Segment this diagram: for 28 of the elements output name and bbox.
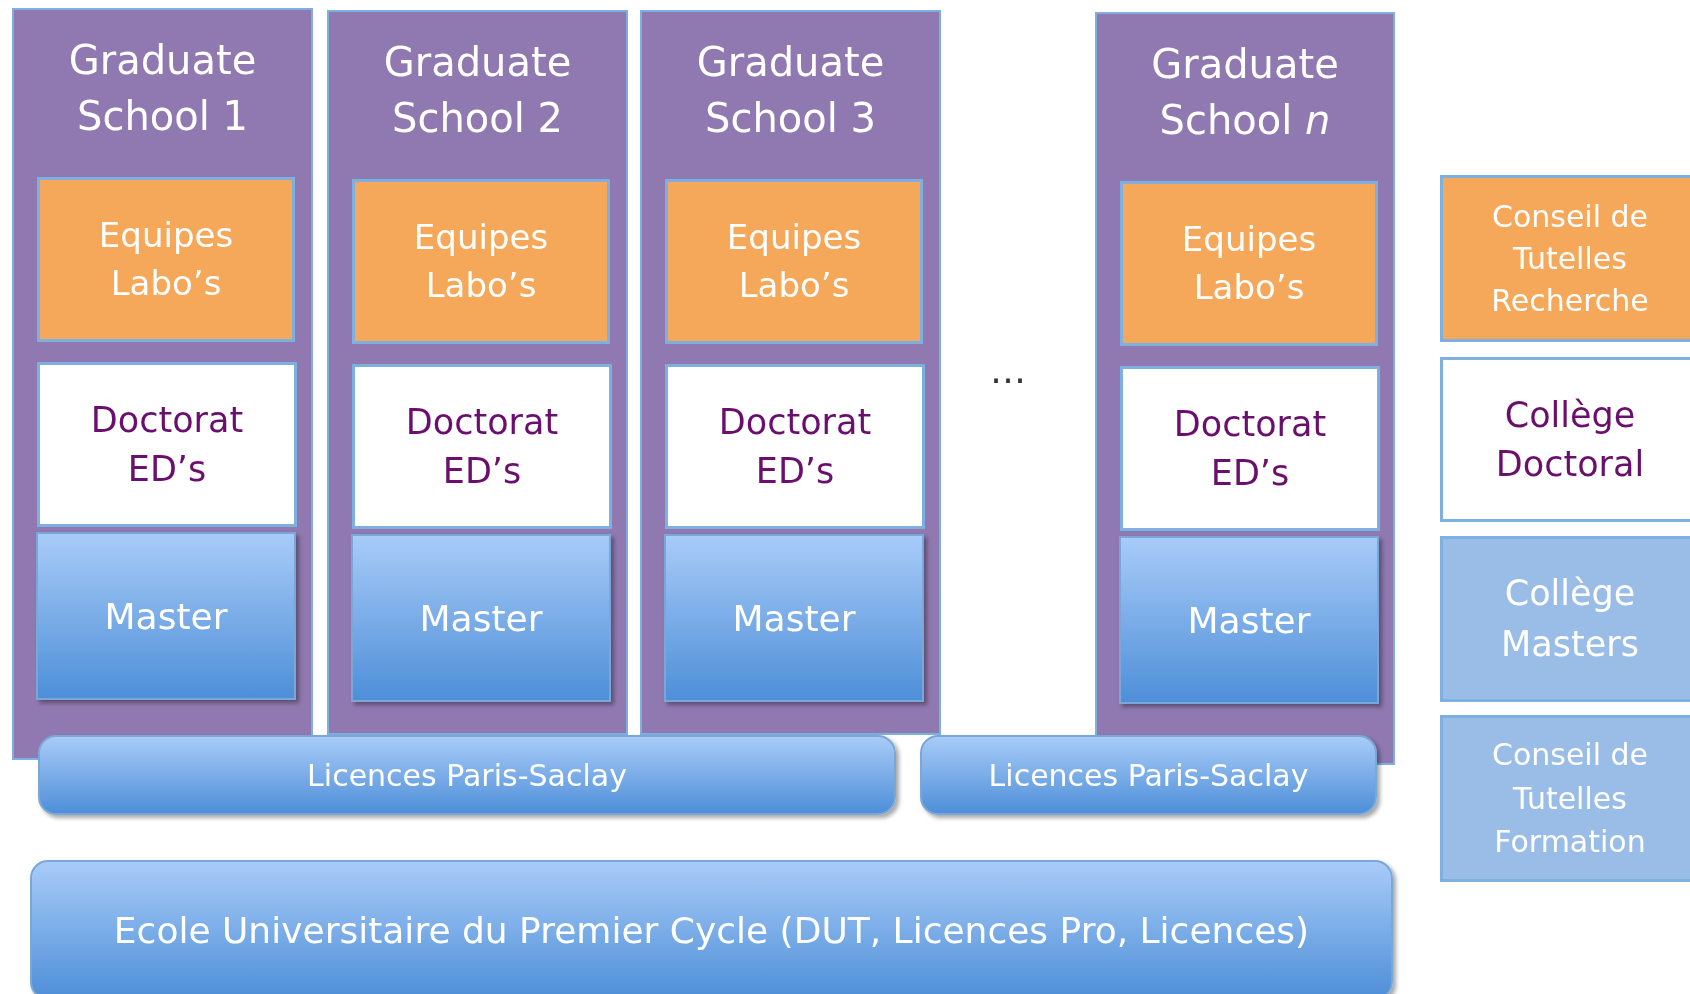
program-bar: Licences Paris-Saclay [920,735,1377,815]
school-column [640,10,941,735]
school-title: Graduate School 1 [67,36,258,141]
master-box: Master [351,534,611,702]
research-box: Equipes Labo’s [37,177,295,342]
school-title: Graduate School 3 [695,38,886,143]
school-column [327,10,628,735]
doctorate-box: Doctorat ED’s [352,364,612,529]
doctorate-box: Doctorat ED’s [1120,366,1380,531]
research-box: Equipes Labo’s [665,179,923,344]
doctorate-box: Collège Doctoral [1440,357,1690,522]
master-box: Master [36,532,296,700]
school-column [12,8,313,760]
council-box: Conseil de Tutelles Formation [1440,715,1690,882]
research-box: Conseil de Tutelles Recherche [1440,175,1690,342]
council-box: Collège Masters [1440,536,1690,702]
program-bar: Licences Paris-Saclay [38,735,896,815]
doctorate-box: Doctorat ED’s [665,364,925,529]
master-box: Master [664,534,924,702]
school-column [1095,12,1395,765]
research-box: Equipes Labo’s [1120,181,1378,346]
ellipsis-text: … [990,350,1026,391]
research-box: Equipes Labo’s [352,179,610,344]
master-box: Master [1119,536,1379,704]
program-bar: Ecole Universitaire du Premier Cycle (DUT, Licences Pro, Licences) [30,860,1393,994]
school-title: Graduate School 2 [382,38,573,143]
doctorate-box: Doctorat ED’s [37,362,297,527]
school-title: Graduate School n [1150,40,1340,145]
